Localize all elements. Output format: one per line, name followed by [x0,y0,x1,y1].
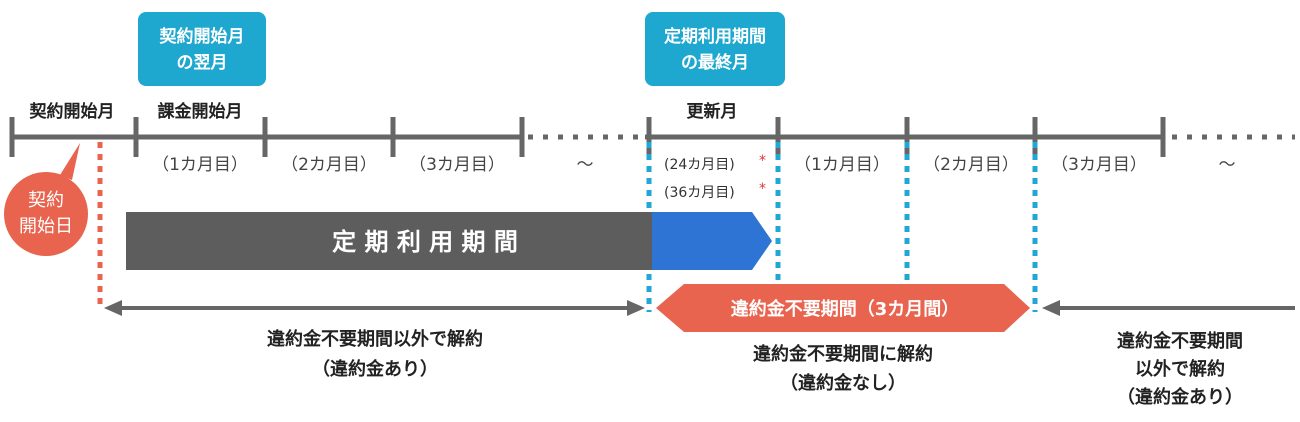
month-label-1: （1カ月目） [152,155,248,175]
after-month-label-3: （3カ月目） [1051,155,1147,175]
caption-center-line2: （違約金なし） [780,372,906,394]
period-last-month-line1: 定期利用期間 [664,26,766,47]
period-last-month-line2: の最終月 [681,52,749,73]
after-month-label-1: （1カ月目） [794,155,890,175]
period-last-month-box: 定期利用期間 の最終月 [645,12,785,86]
caption-left-line1: 違約金不要期間以外で解約 [267,328,483,350]
renewal-month-36: (36カ月目) [664,185,735,201]
timeline-axis [9,117,1295,157]
renewal-month-label: 更新月 [687,101,738,122]
contract-start-day-line1: 契約 [28,190,64,211]
contract-start-month-label: 契約開始月 [29,101,115,122]
billing-start-month-label: 課金開始月 [158,101,243,122]
month-label-3: （3カ月目） [409,155,505,175]
caption-left-line2: （違約金あり） [312,358,438,380]
contract-start-day-line2: 開始日 [19,216,73,237]
caption-right-line1: 違約金不要期間 [1117,330,1243,352]
penalty-free-period-arrow: 違約金不要期間（3カ月間） [656,284,1030,332]
penalty-free-period-label: 違約金不要期間（3カ月間） [731,298,960,320]
renewal-month-24: (24カ月目) [664,157,735,173]
contract-next-month-line2: の翌月 [177,53,228,73]
right-penalty-range-arrow [1042,300,1295,316]
caption-center-line1: 違約金不要期間に解約 [753,343,933,365]
fixed-period-label: 定 期 利 用 期 間 [332,228,518,256]
contract-start-day-bubble: 契約 開始日 [4,143,88,256]
contract-next-month-box: 契約開始月 の翌月 [138,12,266,86]
left-penalty-range-arrow [104,300,645,316]
after-month-label-2: （2カ月目） [923,155,1019,175]
month-label-ellipsis: ～ [577,155,594,175]
asterisk-1: * [759,153,766,169]
contract-next-month-line1: 契約開始月 [159,26,245,47]
fixed-period-bar: 定 期 利 用 期 間 [126,212,772,270]
caption-right-line3: （違約金あり） [1117,386,1243,408]
month-label-2: （2カ月目） [281,155,377,175]
asterisk-2: * [759,181,766,197]
caption-right-line2: 以外で解約 [1135,358,1225,380]
after-month-label-ellipsis: ～ [1219,155,1236,175]
